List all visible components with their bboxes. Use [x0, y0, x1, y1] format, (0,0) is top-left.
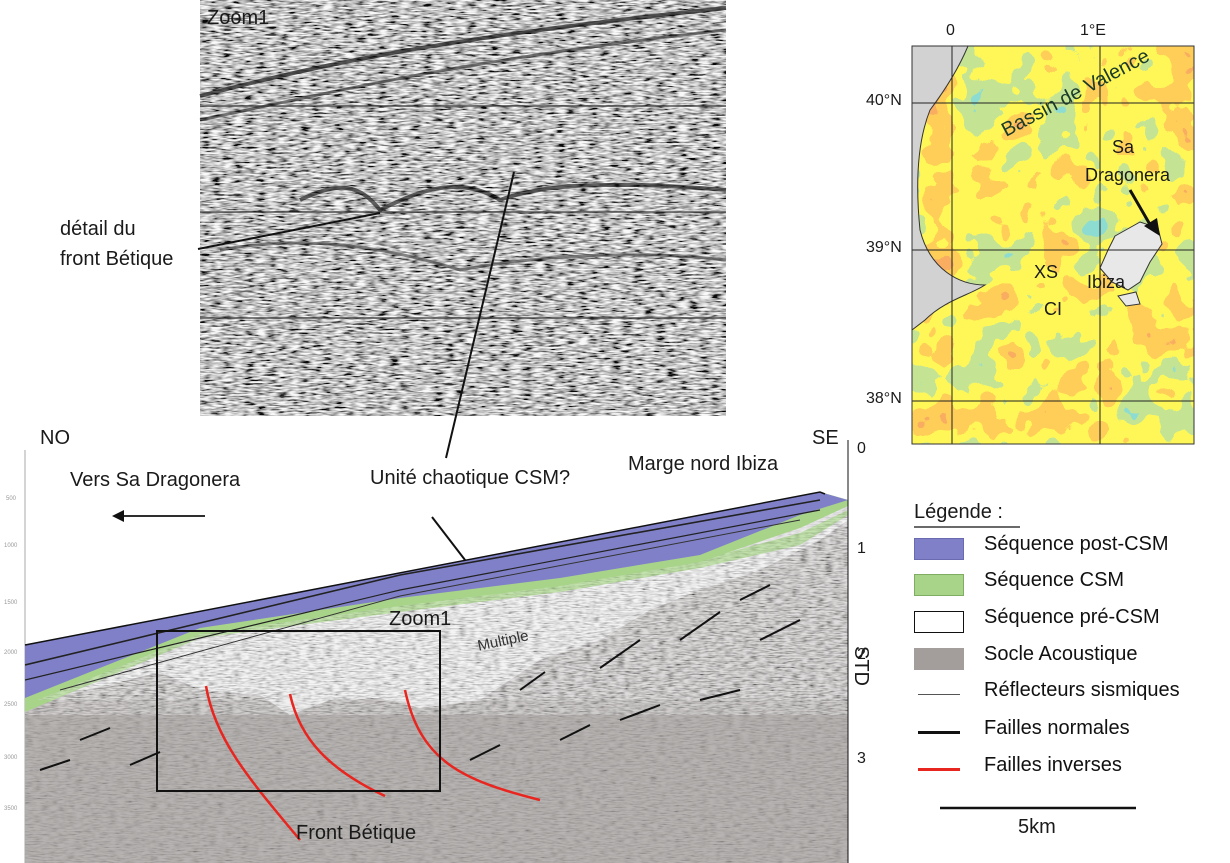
- legend-label: Socle Acoustique: [984, 643, 1138, 665]
- left-tick: 2000: [4, 650, 18, 656]
- legend-line-red: [918, 768, 960, 771]
- std-tick-0: 0: [857, 440, 866, 457]
- map-label-sa: Sa: [1112, 137, 1135, 157]
- map-lon-1: 1°E: [1080, 22, 1106, 39]
- map-pointer-arrow: [1128, 189, 1154, 229]
- chaotic-leader-upper: [445, 171, 515, 459]
- detail-annotation-line1: détail du: [60, 218, 136, 240]
- legend-line-black: [918, 731, 960, 734]
- map-lat-40: 40°N: [866, 92, 902, 109]
- std-axis-label: STD: [850, 646, 872, 686]
- left-tick: 3000: [4, 755, 18, 761]
- map-label-dragonera: Dragonera: [1085, 165, 1171, 185]
- map-label-xs: XS: [1034, 262, 1059, 282]
- legend-label: Séquence post-CSM: [984, 533, 1169, 555]
- map-lat-38: 38°N: [866, 390, 902, 407]
- std-tick-1: 1: [857, 540, 866, 557]
- legend-label: Séquence CSM: [984, 569, 1125, 591]
- location-map: [911, 45, 1195, 445]
- section-left-end: NO: [40, 427, 70, 449]
- chaotic-unit-label: Unité chaotique CSM?: [370, 467, 571, 489]
- legend-swatch: [914, 538, 964, 560]
- legend-line-thin: [918, 694, 960, 695]
- legend-swatch: [914, 574, 964, 596]
- map-label-ibiza: Ibiza: [1087, 272, 1126, 292]
- legend-label: Réflecteurs sismiques: [984, 679, 1180, 701]
- legend-label: Séquence pré-CSM: [984, 606, 1160, 628]
- zoom-seismic-panel: [199, 0, 727, 416]
- direction-label: Vers Sa Dragonera: [70, 469, 241, 491]
- reverse-faults: [204, 685, 541, 841]
- scale-bar-label: 5km: [1018, 816, 1056, 838]
- left-tick: 500: [6, 496, 17, 502]
- front-betique-label: Front Bétique: [296, 822, 417, 844]
- legend-label: Failles inverses: [984, 754, 1122, 776]
- seismic-cross-section: [24, 450, 849, 863]
- section-right-end: SE: [812, 427, 839, 449]
- left-tick: 1500: [4, 600, 18, 606]
- std-tick-2: 2: [857, 646, 866, 663]
- legend-swatch: [914, 611, 964, 633]
- zoom-box-label: Zoom1: [389, 608, 452, 630]
- left-tick: 1000: [4, 543, 18, 549]
- detail-leader-line: [197, 212, 381, 250]
- std-tick-3: 3: [857, 750, 866, 767]
- map-label-ci: CI: [1044, 299, 1062, 319]
- legend-swatch: [914, 648, 964, 670]
- direction-arrow: [112, 510, 205, 522]
- map-lat-39: 39°N: [866, 239, 902, 256]
- legend-title: Légende :: [914, 501, 1003, 523]
- zoom-box: [156, 630, 441, 792]
- left-tick: 3500: [4, 806, 18, 812]
- margin-label: Marge nord Ibiza: [628, 453, 779, 475]
- zoom-panel-title: Zoom1: [207, 7, 270, 29]
- map-lon-0: 0: [946, 22, 955, 39]
- left-tick: 2500: [4, 702, 18, 708]
- detail-annotation-line2: front Bétique: [60, 248, 174, 270]
- legend-label: Failles normales: [984, 717, 1130, 739]
